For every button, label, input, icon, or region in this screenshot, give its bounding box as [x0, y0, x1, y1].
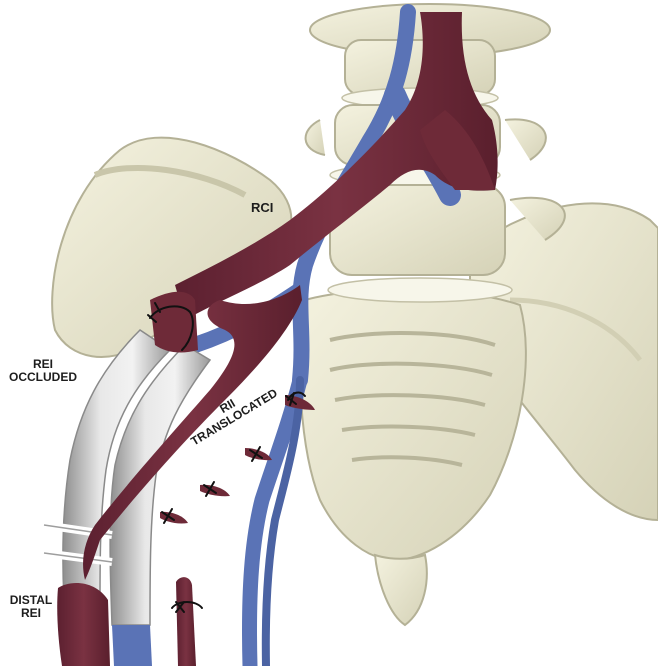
label-distal-rei-line-2: REI — [2, 607, 60, 620]
label-rei-occluded-line-2: OCCLUDED — [4, 371, 82, 384]
distal-venous-segment — [112, 625, 152, 666]
label-rci: RCI — [251, 201, 273, 215]
label-distal-rei-line-1: DISTAL — [2, 594, 60, 607]
label-rei-occluded: REI OCCLUDED — [4, 358, 82, 384]
ligated-stump — [176, 577, 196, 666]
label-rei-occluded-line-1: REI — [4, 358, 82, 371]
side-branch-3 — [200, 485, 230, 496]
sacrum — [300, 289, 526, 560]
rei-anastomosis — [150, 292, 198, 353]
coccyx — [375, 555, 427, 625]
label-distal-rei: DISTAL REI — [2, 594, 60, 620]
distal-rei-artery — [57, 583, 110, 666]
